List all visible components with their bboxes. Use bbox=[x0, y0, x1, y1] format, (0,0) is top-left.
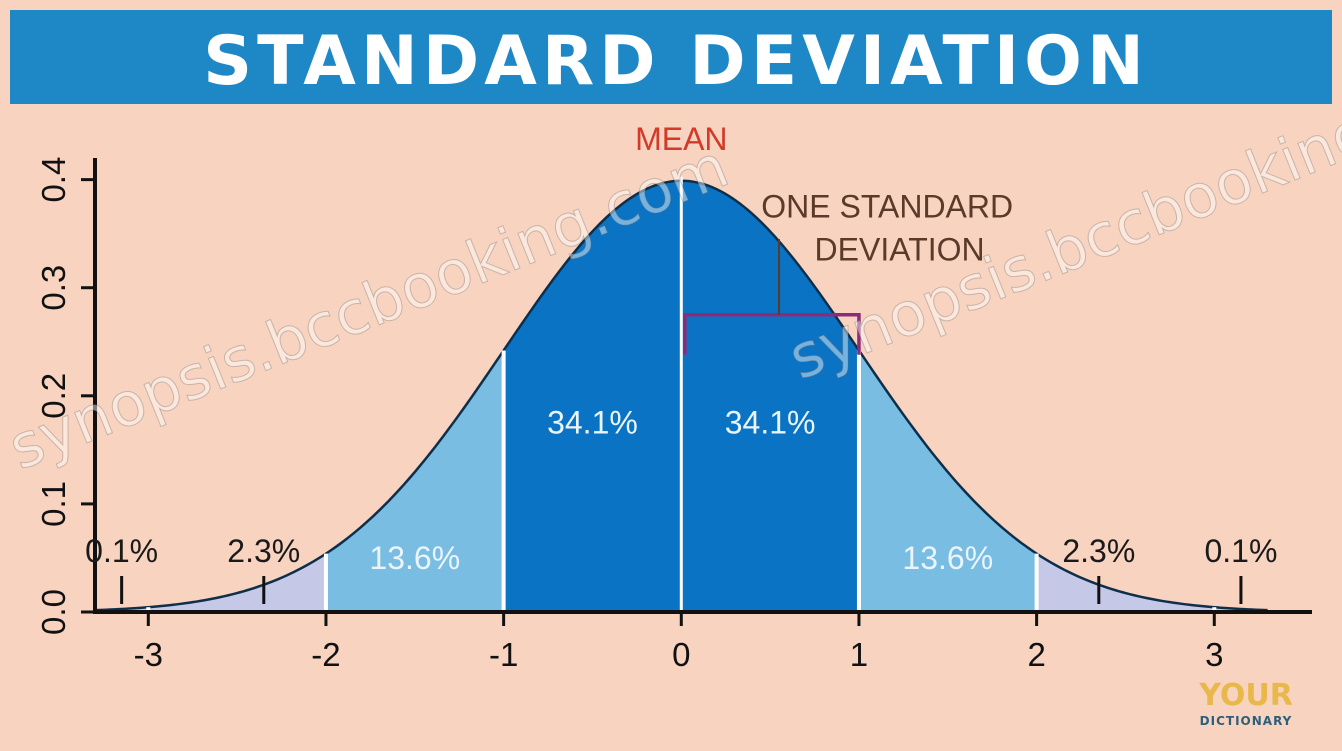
region-label-3: 13.6% bbox=[902, 540, 993, 576]
logo-top-text: YOUR bbox=[1198, 678, 1293, 713]
x-tick-label-4: 1 bbox=[850, 636, 868, 673]
sd-bracket bbox=[683, 312, 861, 355]
tail-band-0 bbox=[95, 553, 326, 612]
x-tick-label-5: 2 bbox=[1027, 636, 1045, 673]
logo-bottom-text: DICTIONARY bbox=[1200, 714, 1293, 728]
y-tick-label-2: 0.2 bbox=[35, 373, 72, 419]
y-tick-label-1: 0.1 bbox=[35, 481, 72, 527]
x-tick-label-0: -3 bbox=[134, 636, 163, 673]
label-layer: -3 -2 -1 0 1 2 3 0.0 0.1 0.2 0.3 0.4 34.1% 34.1% 13.6%… bbox=[35, 121, 1277, 673]
region-label-1: 34.1% bbox=[725, 405, 816, 441]
chart-title: STANDARD DEVIATION bbox=[203, 22, 1149, 101]
tail-label-3: 0.1% bbox=[1204, 533, 1277, 569]
region-label-0: 34.1% bbox=[547, 405, 638, 441]
plot-area bbox=[81, 158, 1312, 626]
x-tick-label-6: 3 bbox=[1205, 636, 1223, 673]
tail-label-1: 2.3% bbox=[227, 533, 300, 569]
tail-band-1 bbox=[1036, 553, 1268, 612]
region-label-2: 13.6% bbox=[369, 540, 460, 576]
x-tick-label-1: -2 bbox=[311, 636, 340, 673]
tail-label-2: 2.3% bbox=[1062, 533, 1135, 569]
mean-label: MEAN bbox=[635, 121, 727, 157]
title-bar bbox=[10, 10, 1332, 104]
y-tick-label-4: 0.4 bbox=[35, 157, 72, 203]
x-tick-label-3: 0 bbox=[672, 636, 690, 673]
x-tick-label-2: -1 bbox=[489, 636, 518, 673]
y-tick-label-0: 0.0 bbox=[35, 589, 72, 635]
sd-label-line-1: ONE STANDARD bbox=[761, 188, 1013, 224]
y-tick-label-3: 0.3 bbox=[35, 265, 72, 311]
sd-label-line-2: DEVIATION bbox=[815, 232, 985, 268]
tail-label-0: 0.1% bbox=[85, 533, 158, 569]
